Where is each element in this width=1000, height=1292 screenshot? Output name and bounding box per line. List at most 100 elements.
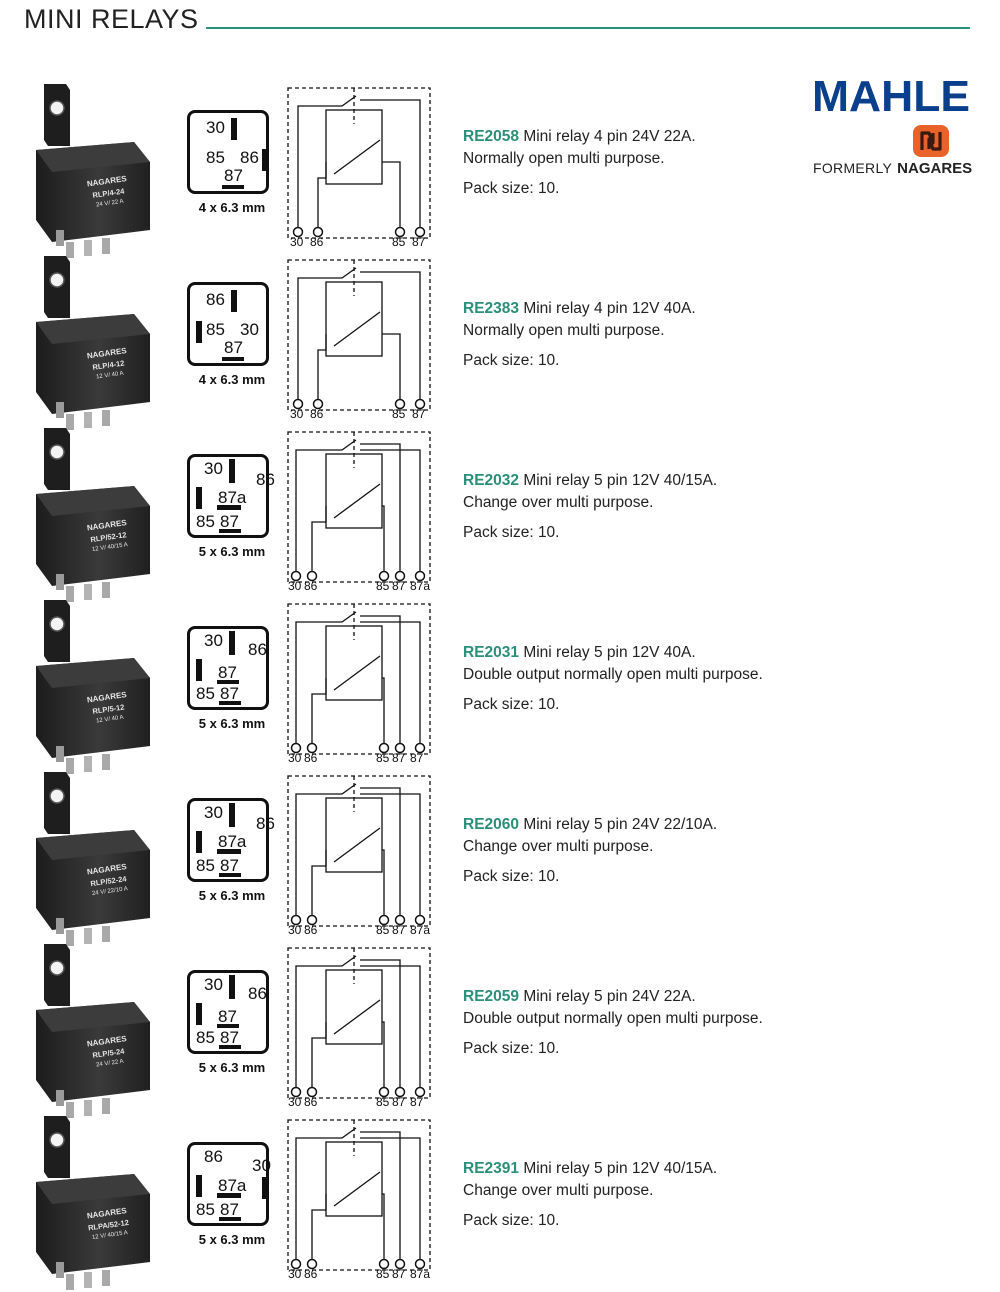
pin-blade <box>231 118 237 140</box>
product-description: RE2060 Mini relay 5 pin 24V 22/10A.Chang… <box>463 814 963 888</box>
terminal-label: 87 <box>412 235 426 249</box>
pin-blade <box>262 1177 268 1199</box>
pin-blade <box>196 487 202 509</box>
terminal-label: 87 <box>412 407 426 421</box>
terminal-label: 86 <box>310 235 324 249</box>
pin-label: 87 <box>220 512 239 531</box>
product-spec: Mini relay 4 pin 24V 22A. <box>523 128 696 145</box>
pin-blade <box>217 680 239 684</box>
product-spec-line: RE2031 Mini relay 5 pin 12V 40A. <box>463 642 963 664</box>
product-code: RE2059 <box>463 988 520 1005</box>
pin-label: 86 <box>248 640 267 659</box>
wiring-schematic <box>287 87 431 239</box>
pack-size: Pack size: 10. <box>463 696 560 713</box>
pin-blade <box>219 701 241 705</box>
pin-blade <box>196 831 202 853</box>
pin-label: 87a <box>218 488 247 507</box>
product-use: Double output normally open multi purpos… <box>463 666 763 683</box>
pin-blade <box>229 803 235 827</box>
wiring-schematic <box>287 603 431 755</box>
relay-label-text: 12 V/ 40/15 A <box>92 542 129 553</box>
product-spec: Mini relay 4 pin 12V 40A. <box>523 300 696 317</box>
pin-dimensions: 5 x 6.3 mm <box>198 716 266 731</box>
pin-blade <box>196 659 202 681</box>
terminal-label: 30 <box>288 579 302 593</box>
wiring-schematic <box>287 431 431 583</box>
pin-blade <box>196 1003 202 1025</box>
pin-dimensions: 4 x 6.3 mm <box>198 372 266 387</box>
pack-size: Pack size: 10. <box>463 1040 560 1057</box>
pin-blade <box>219 1217 241 1221</box>
terminal-label: 87 <box>410 1095 424 1109</box>
terminal-label: 86 <box>304 1095 318 1109</box>
pin-label: 30 <box>240 320 259 339</box>
relay-label-text: 24 V/ 22 A <box>96 199 124 209</box>
product-use: Change over multi purpose. <box>463 1182 654 1199</box>
relay-label-text: RLP/5-12 <box>92 702 125 715</box>
pin-blade <box>229 459 235 483</box>
terminal-label: 87 <box>392 1095 406 1109</box>
pin-label: 30 <box>204 803 223 822</box>
pin-label: 30 <box>204 459 223 478</box>
pin-dimensions: 5 x 6.3 mm <box>198 544 266 559</box>
pin-blade <box>229 631 235 655</box>
wiring-schematic <box>287 947 431 1099</box>
product-spec: Mini relay 5 pin 12V 40A. <box>523 644 696 661</box>
terminal-label: 86 <box>304 923 318 937</box>
nagares-name: NAGARES <box>897 160 973 177</box>
pin-label: 30 <box>252 1156 271 1175</box>
pin-blade <box>196 1175 202 1197</box>
product-spec-line: RE2383 Mini relay 4 pin 12V 40A. <box>463 298 963 320</box>
terminal-label: 85 <box>392 407 406 421</box>
pin-label: 85 <box>206 148 225 167</box>
product-spec: Mini relay 5 pin 12V 40/15A. <box>523 1160 718 1177</box>
terminal-label: 87 <box>392 923 406 937</box>
pin-label: 87 <box>220 1028 239 1047</box>
terminal-label: 85 <box>376 923 390 937</box>
pack-size: Pack size: 10. <box>463 524 560 541</box>
pin-blade <box>219 873 241 877</box>
pin-blade <box>222 185 244 189</box>
terminal-label: 85 <box>376 751 390 765</box>
terminal-label: 87 <box>410 751 424 765</box>
terminal-label: 87 <box>392 751 406 765</box>
pin-label: 30 <box>204 631 223 650</box>
pin-dimensions: 5 x 6.3 mm <box>198 1232 266 1247</box>
product-spec-line: RE2059 Mini relay 5 pin 24V 22A. <box>463 986 963 1008</box>
product-code: RE2391 <box>463 1160 520 1177</box>
product-use: Change over multi purpose. <box>463 838 654 855</box>
product-code: RE2060 <box>463 816 520 833</box>
pin-label: 85 <box>196 1200 215 1219</box>
product-description: RE2058 Mini relay 4 pin 24V 22A.Normally… <box>463 126 963 200</box>
pin-blade <box>217 1193 241 1198</box>
product-spec: Mini relay 5 pin 24V 22A. <box>523 988 696 1005</box>
pin-label: 86 <box>256 814 275 833</box>
pin-label: 85 <box>196 512 215 531</box>
mahle-logo-text: MAHLE <box>812 78 970 114</box>
terminal-label: 87 <box>392 1267 406 1281</box>
terminal-label: 85 <box>392 235 406 249</box>
pin-label: 86 <box>204 1147 223 1166</box>
pin-blade <box>262 149 268 171</box>
pin-label: 85 <box>196 684 215 703</box>
terminal-label: 86 <box>310 407 324 421</box>
nagares-logo-icon <box>913 125 949 157</box>
